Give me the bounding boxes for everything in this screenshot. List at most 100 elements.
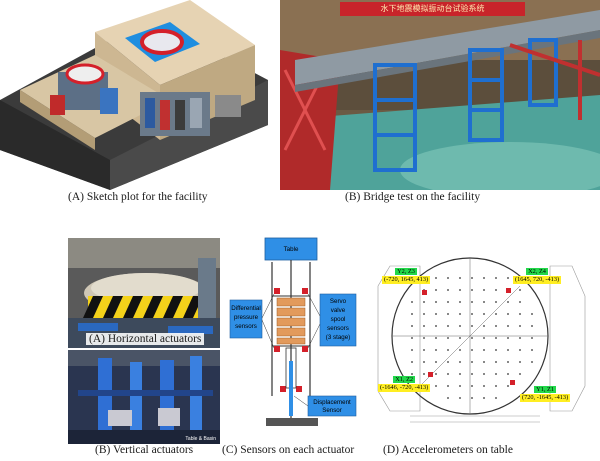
table-hole-dot: [507, 373, 509, 375]
table-hole-dot: [507, 325, 509, 327]
table-hole-dot: [495, 397, 497, 399]
table-hole-dot: [447, 289, 449, 291]
svg-text:Servo: Servo: [330, 298, 347, 305]
table-hole-dot: [435, 313, 437, 315]
table-hole-dot: [495, 361, 497, 363]
table-hole-dot: [495, 385, 497, 387]
table-hole-dot: [495, 337, 497, 339]
caption-bridge-test: (B) Bridge test on the facility: [345, 191, 481, 203]
table-hole-dot: [507, 337, 509, 339]
table-hole-dot: [495, 313, 497, 315]
table-hole-dot: [483, 397, 485, 399]
svg-text:sensors: sensors: [235, 323, 257, 330]
table-hole-dot: [471, 385, 473, 387]
svg-text:(3 stage): (3 stage): [326, 334, 350, 341]
table-hole-dot: [531, 313, 533, 315]
svg-text:pressure: pressure: [234, 314, 259, 321]
table-hole-dot: [459, 397, 461, 399]
actuator-sensor-diagram: Table Differential pressure sensors Ser: [228, 236, 358, 431]
table-hole-dot: [447, 373, 449, 375]
table-hole-dot: [471, 349, 473, 351]
table-hole-dot: [471, 361, 473, 363]
table-hole-dot: [423, 301, 425, 303]
table-hole-dot: [435, 337, 437, 339]
tag-x2-z4: X2, Z4 (1645, 720, -413): [513, 268, 562, 284]
table-hole-dot: [435, 277, 437, 279]
table-hole-dot: [519, 289, 521, 291]
table-hole-dot: [435, 349, 437, 351]
table-hole-dot: [471, 277, 473, 279]
table-hole-dot: [531, 361, 533, 363]
table-hole-dot: [447, 349, 449, 351]
table-hole-dot: [483, 361, 485, 363]
accelerometer-table-diagram: Y2, Z3 (-720, 1645, 413) X2, Z4 (1645, 7…: [360, 236, 600, 436]
table-hole-dot: [471, 325, 473, 327]
table-hole-dot: [519, 361, 521, 363]
table-hole-dot: [519, 313, 521, 315]
table-hole-dot: [495, 289, 497, 291]
table-hole-dot: [447, 301, 449, 303]
table-hole-dot: [411, 361, 413, 363]
table-hole-dot: [435, 289, 437, 291]
table-hole-dot: [447, 397, 449, 399]
caption-sensors: (C) Sensors on each actuator: [222, 444, 355, 456]
horizontal-actuators-photo: (A) Horizontal actuators: [68, 238, 220, 348]
table-hole-dot: [459, 385, 461, 387]
table-hole-dot: [483, 325, 485, 327]
svg-text:sensors: sensors: [327, 325, 349, 332]
table-hole-dot: [483, 277, 485, 279]
table-hole-dot: [411, 313, 413, 315]
table-hole-dot: [459, 361, 461, 363]
table-hole-dot: [411, 337, 413, 339]
table-hole-dot: [459, 337, 461, 339]
table-hole-dot: [435, 301, 437, 303]
accelerometer-y2: [422, 290, 427, 295]
table-hole-dot: [459, 301, 461, 303]
table-hole-dot: [483, 385, 485, 387]
tag-x1-z2: X1, Z2 (-1646, -720, -413): [378, 376, 431, 392]
table-hole-dot: [447, 361, 449, 363]
caption-sketch: (A) Sketch plot for the facility: [68, 191, 208, 203]
tag-y2-z3: Y2, Z3 (-720, 1645, 413): [382, 268, 431, 284]
caption-horizontal-actuators: (A) Horizontal actuators: [86, 333, 205, 345]
table-hole-dot: [459, 289, 461, 291]
table-hole-dot: [519, 349, 521, 351]
table-hole-dot: [471, 373, 473, 375]
facility-banner: 水下地震模拟振动台试验系统: [380, 4, 485, 13]
accelerometer-x1: [428, 372, 433, 377]
table-hole-dot: [459, 313, 461, 315]
svg-text:Differential: Differential: [231, 305, 260, 312]
svg-text:spool: spool: [331, 316, 346, 323]
table-hole-dot: [411, 325, 413, 327]
table-hole-dot: [423, 325, 425, 327]
bridge-test-photo: 水下地震模拟振动台试验系统: [280, 0, 600, 190]
table-hole-dot: [531, 349, 533, 351]
table-hole-dot: [423, 337, 425, 339]
table-hole-dot: [411, 349, 413, 351]
table-hole-dot: [483, 337, 485, 339]
table-hole-dot: [471, 301, 473, 303]
table-hole-dot: [531, 325, 533, 327]
table-hole-dot: [507, 313, 509, 315]
table-hole-dot: [471, 289, 473, 291]
table-hole-dot: [435, 373, 437, 375]
facility-sketch-image: [0, 0, 268, 190]
table-basin-watermark: Table & Basin: [185, 436, 216, 442]
table-hole-dot: [507, 277, 509, 279]
table-hole-dot: [495, 301, 497, 303]
tag-y1-z1: Y1, Z1 (720, -1645, -413): [520, 386, 571, 402]
svg-text:Displacement: Displacement: [313, 399, 351, 406]
table-hole-dot: [459, 349, 461, 351]
table-hole-dot: [495, 349, 497, 351]
table-hole-dot: [459, 373, 461, 375]
table-hole-dot: [519, 373, 521, 375]
table-hole-dot: [447, 337, 449, 339]
table-hole-dot: [531, 337, 533, 339]
table-hole-dot: [507, 301, 509, 303]
table-hole-dot: [483, 301, 485, 303]
table-hole-dot: [507, 349, 509, 351]
table-hole-dot: [483, 373, 485, 375]
table-hole-dot: [483, 349, 485, 351]
table-hole-dot: [459, 325, 461, 327]
caption-vertical-actuators: (B) Vertical actuators: [95, 444, 194, 456]
